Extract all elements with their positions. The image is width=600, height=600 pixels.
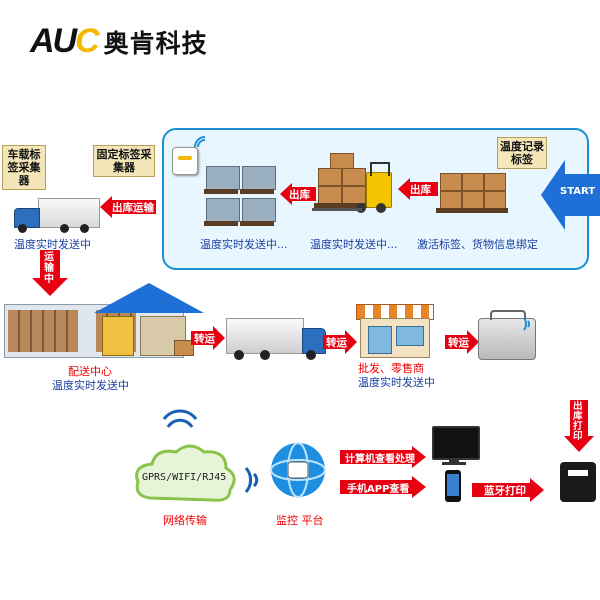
arrow-outbound-print-label: 出库打印 xyxy=(573,401,583,442)
arrow-in-transit-label: 运输中 xyxy=(44,252,54,285)
arrow-transfer-1 xyxy=(191,326,225,350)
fixed-collector-device xyxy=(172,147,198,175)
dc-caption-2: 温度实时发送中 xyxy=(52,379,129,392)
arrow-out-1 xyxy=(398,178,438,200)
arrow-out-transport xyxy=(100,196,156,218)
arrow-to-computer-label: 计算机查看处理 xyxy=(345,454,415,465)
network-caption: 网络传输 xyxy=(163,514,207,527)
arrow-transfer-2 xyxy=(323,330,357,354)
brand-name: 奥肯科技 xyxy=(103,28,208,58)
start-label: START xyxy=(560,186,596,197)
arrow-out-transport-label: 出库运输 xyxy=(112,202,154,214)
platform-caption: 监控 平台 xyxy=(276,514,324,527)
arrow-outbound-print xyxy=(564,400,594,452)
arrow-out-2-label: 出库 xyxy=(289,189,310,201)
step-activate-caption: 激活标签、货物信息绑定 xyxy=(417,238,538,251)
start-arrow xyxy=(541,160,600,230)
cooler-wifi-icon xyxy=(523,317,530,331)
arrow-to-computer xyxy=(340,446,426,468)
dc-caption-1: 配送中心 xyxy=(68,365,112,378)
arrow-in-transit xyxy=(32,250,68,296)
step-collector-caption: 温度实时发送中... xyxy=(200,238,288,251)
truck-caption: 温度实时发送中 xyxy=(14,238,91,251)
fixed-collector-callout: 固定标签采集器 xyxy=(93,145,155,177)
shop-caption-1: 批发、零售商 xyxy=(358,362,424,375)
tag-callout: 温度记录标签 xyxy=(497,137,547,169)
wifi-signal-icon xyxy=(194,136,206,148)
arrow-transfer-2-label: 转运 xyxy=(326,337,347,349)
step-forklift-caption: 温度实时发送中... xyxy=(310,238,398,251)
monitoring-platform-globe xyxy=(270,442,326,498)
arrow-transfer-1-label: 转运 xyxy=(194,333,215,345)
shop-caption-2: 温度实时发送中 xyxy=(358,376,435,389)
network-cloud xyxy=(135,444,236,502)
brand-logo: AUC 奥肯科技 xyxy=(30,22,208,61)
arrow-to-phone-label: 手机APP查看 xyxy=(347,484,410,495)
network-signal-icon xyxy=(162,409,198,428)
arrow-bluetooth-print xyxy=(472,478,544,502)
arrow-out-1-label: 出库 xyxy=(410,184,431,196)
logo-mark: AUC xyxy=(30,22,100,60)
arrow-bluetooth-print-label: 蓝牙打印 xyxy=(484,485,526,497)
arrow-out-2 xyxy=(280,183,316,205)
cloud-label: GPRS/WIFI/RJ45 xyxy=(142,472,227,483)
phone-icon xyxy=(445,470,461,502)
arrow-transfer-3 xyxy=(445,330,479,354)
transmit-waves-icon xyxy=(244,467,259,493)
arrow-transfer-3-label: 转运 xyxy=(448,337,469,349)
vehicle-collector-callout: 车载标签采集器 xyxy=(2,145,46,190)
arrow-to-phone xyxy=(340,476,426,498)
